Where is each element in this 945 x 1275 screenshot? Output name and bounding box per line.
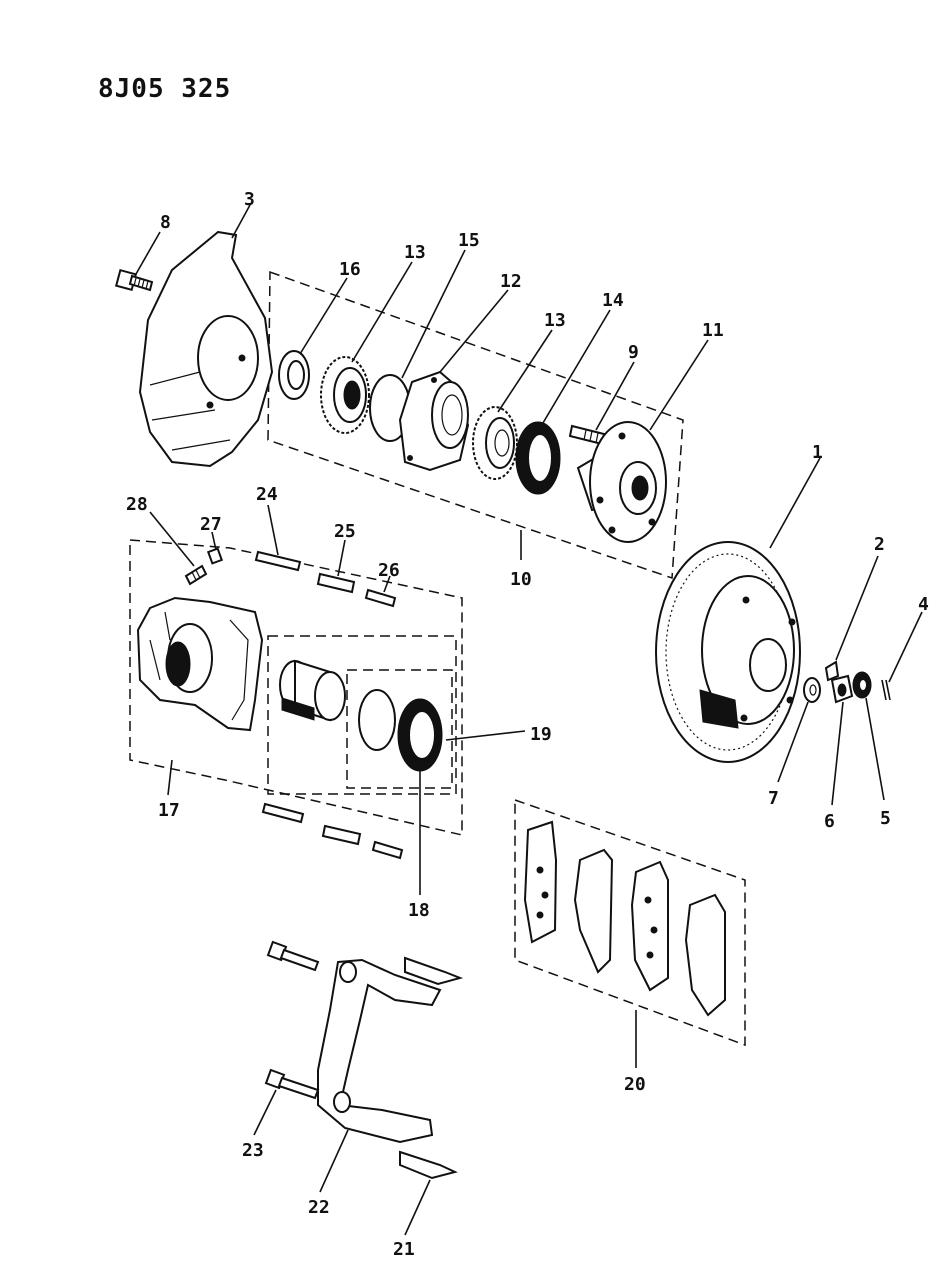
callout-6: 6	[824, 811, 835, 832]
callout-11: 11	[702, 320, 724, 341]
callout-7: 7	[768, 788, 779, 809]
bushing-part	[364, 588, 397, 608]
piston-seal-part	[358, 689, 443, 772]
lower-sleeve-part	[321, 824, 362, 846]
callout-24: 24	[256, 484, 278, 505]
nut-retainer-part	[824, 660, 840, 682]
wheel-stud-part	[568, 424, 606, 446]
callout-12: 12	[500, 271, 522, 292]
hub-housing-part	[398, 370, 470, 472]
guide-pin-part	[254, 550, 302, 572]
callout-9: 9	[628, 342, 639, 363]
callout-2: 2	[874, 534, 885, 555]
callout-5: 5	[880, 808, 891, 829]
caliper-body-part	[136, 596, 264, 732]
group-box-piston	[267, 635, 457, 795]
adapter-bolt-part	[264, 940, 320, 1100]
callout-17: 17	[158, 800, 180, 821]
callout-14: 14	[602, 290, 624, 311]
callout-numbers: 1 2 3 4 5 6 7 8 9 10 11 12 13 13 14 15 1…	[126, 189, 929, 1260]
shield-bolt-part	[114, 268, 154, 292]
callout-25: 25	[334, 521, 356, 542]
outer-bearing-part	[472, 406, 518, 480]
callout-16: 16	[339, 259, 361, 280]
piston-part	[279, 659, 346, 722]
inner-bearing-part	[320, 356, 370, 434]
hub-nut-part	[830, 674, 854, 704]
washer-part	[803, 677, 821, 703]
bleeder-cap-part	[206, 547, 224, 565]
hub-part	[576, 421, 667, 543]
callout-28: 28	[126, 494, 148, 515]
outer-seal-part	[515, 421, 561, 495]
lower-guide-pin-part	[261, 802, 305, 824]
cotter-pin-part	[881, 679, 891, 701]
callout-21: 21	[393, 1239, 415, 1260]
group-box-caliper	[129, 539, 463, 836]
lower-bushing-part	[371, 840, 404, 860]
drawing-code: 8J05 325	[98, 74, 231, 104]
brake-pad-part	[523, 820, 726, 1017]
callout-23: 23	[242, 1140, 264, 1161]
callout-13-outer: 13	[544, 310, 566, 331]
group-box-pads	[514, 798, 746, 1047]
nut-lock-part	[852, 671, 872, 699]
callout-10: 10	[510, 569, 532, 590]
callout-3: 3	[244, 189, 255, 210]
anti-rattle-clip-lower-part	[399, 1150, 458, 1180]
callout-22: 22	[308, 1197, 330, 1218]
callout-26: 26	[378, 560, 400, 581]
callout-4: 4	[918, 594, 929, 615]
bleeder-screw-part	[184, 564, 208, 586]
callout-15: 15	[458, 230, 480, 251]
sleeve-part	[316, 572, 356, 594]
callout-13-inner: 13	[404, 242, 426, 263]
inner-seal-part	[278, 350, 310, 400]
callout-20: 20	[624, 1074, 646, 1095]
callout-18: 18	[408, 900, 430, 921]
rotor-part	[655, 541, 801, 763]
leader-lines	[135, 204, 923, 1236]
anti-rattle-clip-part	[404, 956, 464, 986]
dust-shield-part	[138, 230, 274, 468]
group-box-seals	[346, 669, 453, 789]
callout-8: 8	[160, 212, 171, 233]
callout-1: 1	[812, 442, 823, 463]
callout-27: 27	[200, 514, 222, 535]
callout-19: 19	[530, 724, 552, 745]
caliper-adapter-part	[317, 958, 442, 1144]
